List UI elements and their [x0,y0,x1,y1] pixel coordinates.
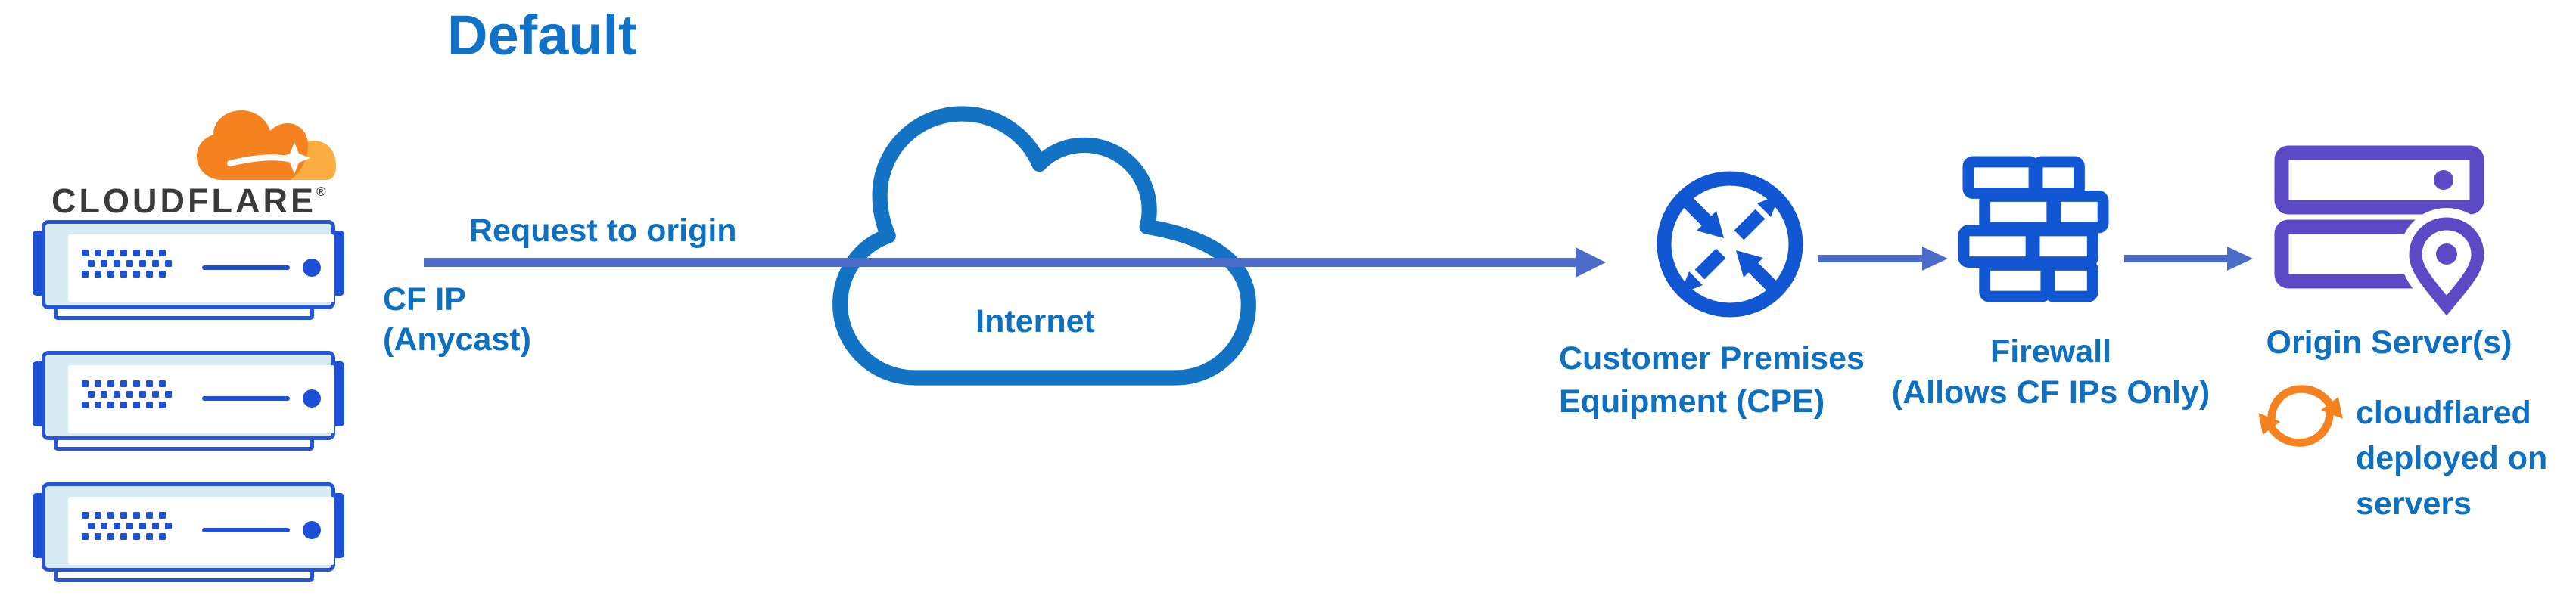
cloudflared-note-line2: deployed on [2356,440,2548,476]
server-slot [202,265,290,270]
cpe-to-firewall-arrow-line [1818,255,1924,262]
server-body [42,220,335,309]
cloudflare-wordmark: CLOUDFLARE® [51,181,326,221]
cloudflared-sync-icon [2258,385,2343,447]
arrow-in-topleft [1676,191,1724,238]
arrow-out-bottomleft [1680,248,1726,294]
internet-cloud-icon [832,106,1256,386]
page-title: Default [447,4,637,67]
server-power-led [303,389,321,408]
firewall-to-origin-arrow-line [2124,255,2229,262]
arrow-out-topright [1734,194,1780,240]
server-panel [68,234,334,302]
server-vents-icon [82,250,172,278]
cloudflare-logo-icon [197,110,336,180]
cpe-label-line2: Equipment (CPE) [1559,383,1825,420]
server-slot [202,396,290,401]
internet-label: Internet [975,303,1095,340]
arrow-in-bottomright [1736,250,1784,298]
cf-ip-anycast-label: CF IP (Anycast) [383,280,531,360]
origin-servers-label: Origin Server(s) [2266,324,2512,361]
request-arrow-line [424,258,1577,267]
cpe-router-icon [1657,171,1803,318]
firewall-label: Firewall (Allows CF IPs Only) [1854,331,2248,413]
location-pin-icon [2399,207,2494,321]
cpe-to-firewall-arrowhead-icon [1922,247,1948,271]
server-panel [68,365,334,433]
server-slot [202,528,290,532]
request-to-origin-label: Request to origin [469,212,737,249]
cloudflared-note-line3: servers [2356,485,2472,522]
cf-ip-line: CF IP [383,281,466,318]
firewall-label-line1: Firewall [1990,333,2112,370]
server-vents-icon [82,380,172,408]
firewall-icon [1958,156,2109,302]
server-power-led [303,259,321,277]
server-vents-icon [82,512,172,540]
cloudflared-note: cloudflared deployed on servers [2356,390,2547,526]
origin-servers-icon [2274,145,2494,321]
server-body [42,351,335,440]
request-arrowhead-icon [1576,247,1606,278]
firewall-to-origin-arrowhead-icon [2227,247,2253,271]
firewall-label-line2: (Allows CF IPs Only) [1891,374,2210,411]
brand-text: CLOUDFLARE [51,181,316,220]
cloudflared-note-line1: cloudflared [2356,395,2531,431]
cloudflare-server-icon [33,482,344,584]
server-body [42,482,335,572]
registered-mark: ® [316,185,326,199]
cloudflare-server-icon [33,220,344,321]
server-panel [68,497,334,565]
cpe-label: Customer Premises Equipment (CPE) [1559,337,1865,423]
cloudflare-server-icon [33,351,344,452]
cpe-label-line1: Customer Premises [1559,340,1865,377]
server-power-led [303,521,321,539]
anycast-line: (Anycast) [383,321,531,358]
